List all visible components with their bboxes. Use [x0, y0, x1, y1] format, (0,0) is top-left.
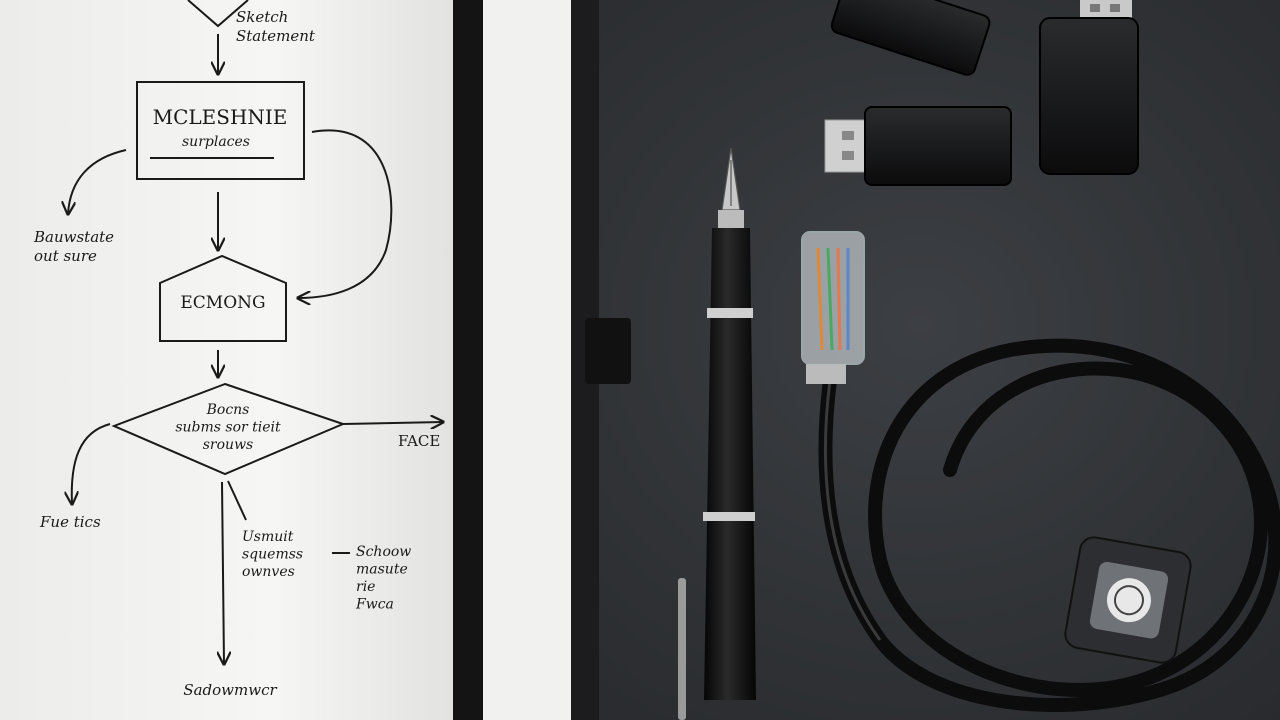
label-line: Schoow: [356, 544, 411, 560]
flowchart-box-2: [159, 254, 287, 342]
label-line: squemss: [242, 547, 303, 563]
flowchart-left-arrow-2: [72, 423, 111, 504]
label-line: srouws: [203, 437, 254, 453]
notebook-page: [0, 0, 455, 720]
flowchart-right-arrow: [342, 422, 443, 424]
fountain-pen: [678, 147, 756, 720]
label-bottom: Sadowmwcr: [183, 681, 277, 699]
label-box-1-sub: surplaces: [182, 134, 250, 150]
label-line: masute: [356, 562, 408, 578]
label-box-1-title: MCLESHNIE: [153, 105, 288, 129]
usb-drive-1: [830, 0, 991, 76]
label-line: rie: [356, 579, 375, 595]
notebook-elastic-band: [585, 318, 631, 384]
label-right: FACE: [398, 432, 440, 450]
label-line: ownves: [242, 564, 295, 580]
label-line: Bauwstate: [33, 228, 114, 246]
label-line: Bocns: [206, 402, 250, 418]
flowchart-top-diamond: [187, 0, 249, 28]
notebook-page-right: [483, 0, 571, 720]
usb-drive-2: [1039, 0, 1139, 175]
label-line: Sketch: [236, 8, 288, 26]
usb-drive-3: [824, 106, 1012, 186]
label-line: Statement: [236, 27, 316, 45]
notebook-spine: [453, 0, 483, 720]
label-line: out sure: [34, 247, 97, 265]
flowchart-diag-line: [227, 480, 247, 521]
label-line: Fwca: [355, 597, 394, 613]
label-line: subms sor tieit: [175, 420, 281, 436]
ethernet-cable: [801, 231, 1280, 713]
label-box-2: ECMONG: [180, 293, 265, 313]
keycap-emblem: [1106, 578, 1151, 623]
label-line: Usmuit: [242, 529, 294, 545]
label-left-note-2: Fue tics: [39, 513, 101, 531]
flowchart-loop-arrow: [298, 129, 393, 298]
keycap: [1064, 536, 1192, 664]
flowchart-left-arrow-1: [68, 149, 127, 214]
flowchart-box-1: [136, 81, 305, 180]
flowchart-down-arrow: [222, 481, 224, 664]
flowchart: [68, 0, 443, 664]
flowchart-diamond: [111, 382, 346, 476]
